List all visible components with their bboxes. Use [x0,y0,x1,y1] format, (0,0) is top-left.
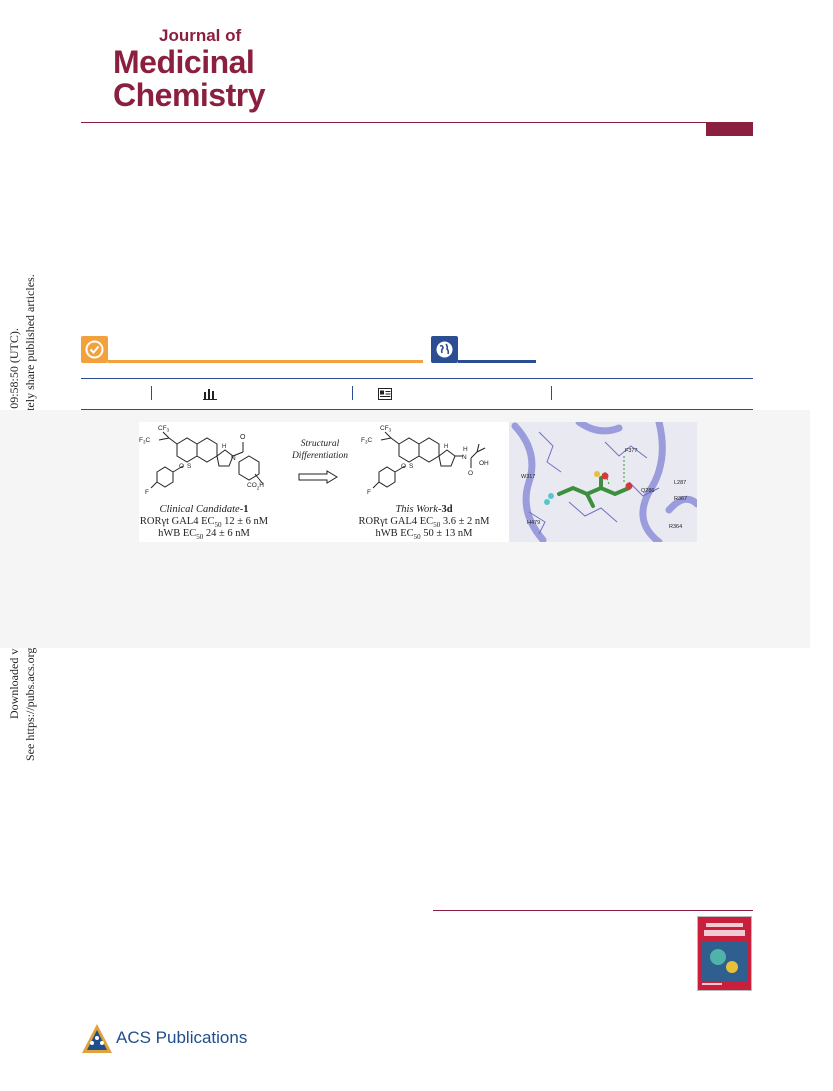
metrics-link[interactable] [203,387,217,405]
right-caption-name-text: This Work- [395,504,442,515]
right-caption-number: 3d [441,504,453,515]
carbonyl-o-label: O [240,434,246,441]
left-assay1-sub: 50 [214,521,222,530]
cf3-subscript: 3 [389,428,392,433]
sulfur-label: S [187,463,192,470]
residue-label: F377 [625,448,638,454]
metrics-separator [151,386,152,400]
left-assay1-value: 12 ± 6 nM [224,516,269,527]
globe-icon [436,341,453,358]
h-label: H [222,444,226,450]
f3c-f-label: F [139,437,143,444]
left-caption-number: 1 [243,504,249,515]
metrics-separator [551,386,552,400]
supporting-info-link[interactable] [378,387,392,405]
fluoro-label: F [145,489,149,494]
right-assay1-label: RORγt GAL4 EC [358,516,434,527]
arrow-label-2: Differentiation [291,451,349,461]
fluoro-label: F [367,489,371,494]
svg-text:F3C: F3C [361,437,373,445]
journal-logo-line1: Journal of [159,26,242,45]
open-access-badge[interactable] [81,336,108,363]
nitrogen-label: N [231,455,236,462]
footer-rule [433,910,753,911]
co2h-co: CO [247,482,257,489]
acs-publications-text: ACS Publications [116,1028,248,1047]
co2h-label: CO2H [247,482,264,490]
svg-text:F3C: F3C [139,437,151,445]
journal-cover-thumbnail [697,916,752,991]
left-caption-assay1: RORγt GAL4 EC50 12 ± 6 nM [139,516,269,529]
svg-text:CF3: CF3 [158,425,170,433]
arrow-right-icon [298,470,338,484]
f3c-c-label: C [368,437,373,444]
left-assay2-value: 24 ± 6 nM [205,528,250,539]
svg-text:CF3: CF3 [380,425,392,433]
metrics-separator [352,386,353,400]
cf3-subscript: 3 [167,428,170,433]
co2h-subscript: 2 [256,485,260,491]
right-assay1-sub: 50 [433,521,441,530]
right-assay2-value: 50 ± 13 nM [423,528,473,539]
metrics-bar-top-rule [81,378,753,379]
right-assay1-value: 3.6 ± 2 nM [442,516,490,527]
sulfonyl-o-label: O [179,463,184,470]
cf3-label: CF [158,425,167,432]
right-assay2-sub: 50 [413,533,421,542]
metrics-bar-bottom-rule [81,409,753,410]
acs-triangle-icon [82,1024,112,1053]
journal-logo-line2: Medicinal [113,44,255,80]
residue-label: R367 [674,496,687,502]
amide-h-label: H [463,446,468,453]
bar-chart-icon [203,389,217,400]
residue-label: Q286 [641,488,654,494]
hydroxyl-label: OH [479,460,489,467]
this-work-structure: CF3 F3C H N H O OH O S F [361,425,489,494]
f3c-f-label: F [361,437,365,444]
f3c-subscript: 3 [143,440,146,445]
header-rule [81,122,753,123]
cover-art [698,917,751,990]
journal-logo-line3: Chemistry [113,77,266,113]
global-access-badge[interactable] [431,336,458,363]
journal-logo: Journal of Medicinal Chemistry [113,26,273,118]
left-assay1-label: RORγt GAL4 EC [139,516,215,527]
checkmark-icon [85,340,104,359]
left-caption-assay2: hWB EC50 24 ± 6 nM [139,528,269,541]
global-access-rule [458,360,536,363]
left-assay2-sub: 50 [196,533,204,542]
sulfonyl-o-label: O [401,463,406,470]
h-label: H [444,444,448,450]
right-caption-assay1: RORγt GAL4 EC50 3.6 ± 2 nM [349,516,499,529]
open-access-rule [108,360,423,363]
left-caption-name-text: Clinical Candidate- [159,504,244,515]
residue-label: H479 [527,520,540,526]
left-caption-name: Clinical Candidate-1 [139,504,269,515]
docking-pose-image: F377 W317 L287 Q286 R367 H479 R364 [509,422,697,542]
right-caption-name: This Work-3d [349,504,499,515]
f3c-subscript: 3 [365,440,368,445]
sulfur-label: S [409,463,414,470]
residue-label: L287 [674,480,686,486]
residue-label: W317 [521,474,535,480]
amide-n-label: N [462,454,467,461]
right-assay2-label: hWB EC [375,528,414,539]
article-type-tab [706,123,753,136]
co2h-h: H [259,482,264,489]
cf3-label: CF [380,425,389,432]
arrow-label-1: Structural [300,439,340,449]
f3c-c-label: C [146,437,151,444]
toc-graphic: CF3 F3C H O O S N F CO2H Clinical Candid… [139,422,697,542]
left-assay2-label: hWB EC [158,528,197,539]
amide-o-label: O [468,470,473,477]
right-caption-assay2: hWB EC50 50 ± 13 nM [349,528,499,541]
clinical-candidate-structure: CF3 F3C H O O S N F [139,425,264,494]
article-icon [378,388,392,400]
residue-label: R364 [669,524,682,530]
acs-publications-logo[interactable]: ACS Publications [81,1023,251,1055]
